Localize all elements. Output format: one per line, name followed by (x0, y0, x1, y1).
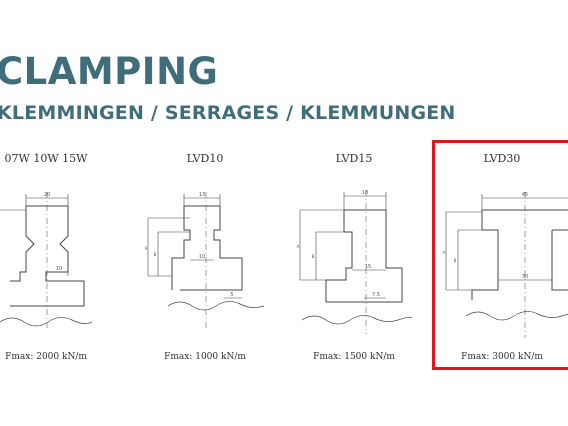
panel-title: LVD30 (483, 152, 521, 165)
dim-height-outer-label: A (145, 246, 148, 251)
dim-height-inner-label: B (154, 252, 157, 257)
panel-title: 07W 10W 15W (4, 152, 88, 165)
clamp-profile-lvd10-drawing: 13 10 5 A B (145, 192, 265, 328)
highlight-frame (432, 140, 568, 370)
dim-top-label: 18 (362, 190, 368, 196)
page-subtitle: KLEMMINGEN / SERRAGES / KLEMMUNGEN (0, 102, 456, 124)
panel-title: LVD15 (335, 152, 373, 165)
dim-top-label: 13 (199, 192, 205, 198)
clamp-profile-07w-drawing: 20 10 (0, 192, 92, 328)
dim-step-label: 7.5 (372, 292, 380, 298)
panel-07w-10w-15w: 07W 10W 15W 20 10 Fmax: 2000 kN/m (0, 150, 92, 380)
panel-lvd30: LVD30 45 30 A B Fmax: 3000 (436, 150, 568, 380)
dim-top-label: 45 (522, 192, 528, 198)
dim-step-label: 5 (230, 292, 233, 298)
dim-height-inner-label: B (454, 258, 457, 263)
dim-height-inner-label: B (312, 254, 315, 259)
page-title: CLAMPING (0, 50, 219, 93)
dim-height-outer-label: A (443, 250, 446, 255)
panel-fmax: Fmax: 1500 kN/m (313, 352, 395, 362)
dim-mid-label: 30 (522, 274, 528, 280)
panel-title: LVD10 (186, 152, 224, 165)
panel-fmax: Fmax: 1000 kN/m (164, 352, 246, 362)
panel-lvd15: LVD15 18 15 7.5 A B (296, 150, 412, 380)
dim-mid-label: 10 (199, 254, 205, 260)
dim-lower-label: 10 (56, 266, 62, 272)
panel-fmax: Fmax: 2000 kN/m (5, 352, 87, 362)
dim-width-label: 20 (44, 192, 50, 198)
panel-lvd10: LVD10 13 10 5 A (140, 150, 270, 380)
clamp-profile-lvd30-drawing: 45 30 A B (443, 192, 568, 338)
panel-fmax: Fmax: 3000 kN/m (461, 352, 543, 362)
clamp-profile-lvd15-drawing: 18 15 7.5 A B (297, 190, 412, 334)
dim-mid-label: 15 (365, 264, 371, 270)
dim-height-outer-label: A (297, 244, 300, 249)
